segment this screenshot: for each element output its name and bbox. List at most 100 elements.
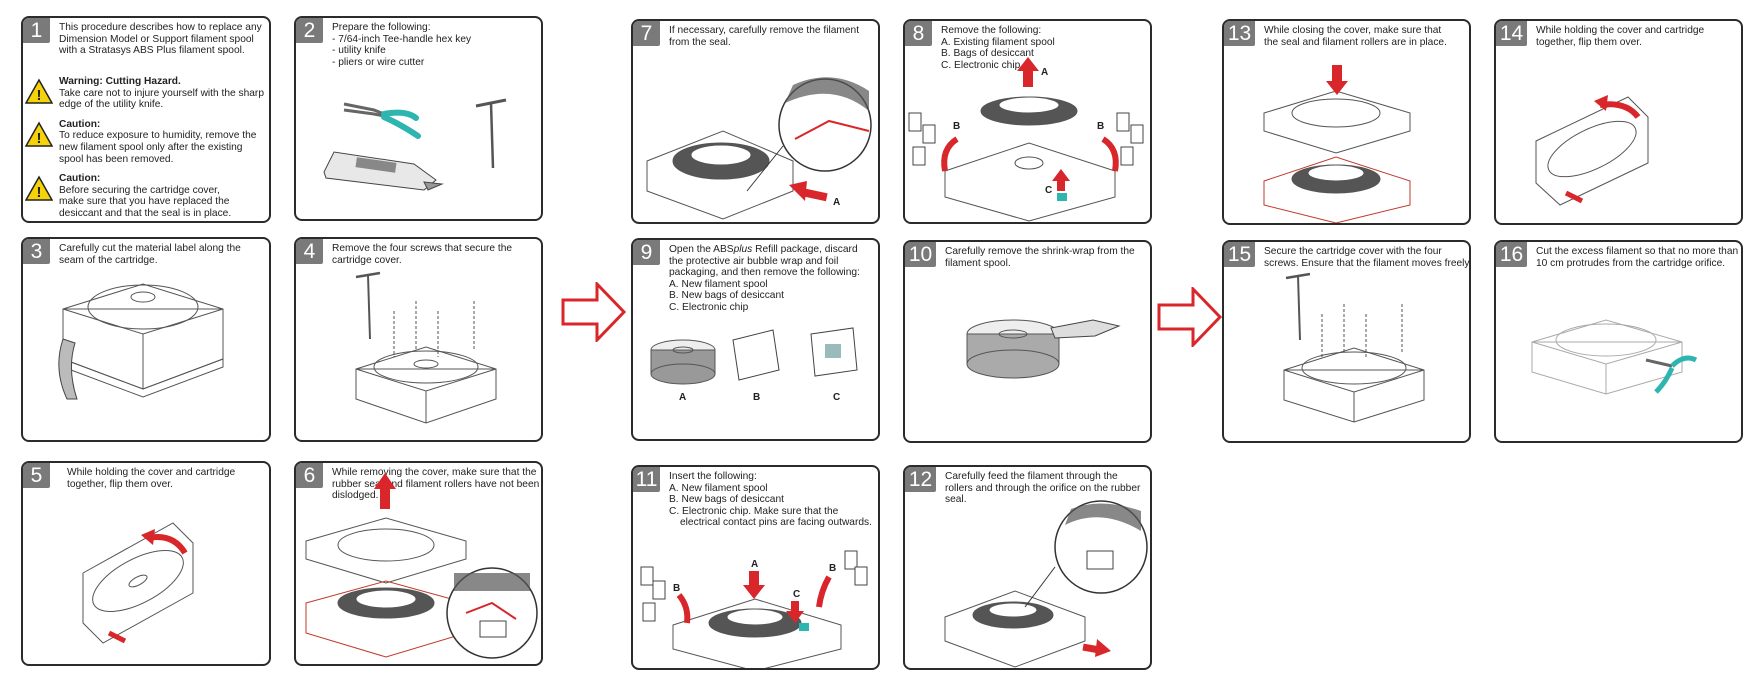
step-number: 7 [633, 21, 660, 46]
caution-humidity: ! Caution: To reduce exposure to humidit… [23, 119, 267, 165]
hex-key-icon [1286, 274, 1310, 340]
utility-knife-icon [324, 152, 442, 190]
step-number: 10 [905, 242, 936, 267]
step-4-panel: 4 Remove the four screws that secure the… [294, 237, 543, 442]
section-arrow-1 [561, 282, 627, 342]
up-arrow-icon [1052, 169, 1070, 191]
step-2-panel: 2 Prepare the following: - 7/64-inch Tee… [294, 16, 543, 221]
desiccant-bags-icon [909, 113, 1143, 165]
step-12-panel: 12 Carefully feed the filament through t… [903, 465, 1152, 670]
step-text: Prepare the following: - 7/64-inch Tee-h… [332, 22, 472, 68]
step-8-panel: 8 Remove the following: A. Existing fila… [903, 19, 1152, 224]
cartridge-base [945, 591, 1085, 667]
step-14-panel: 14 While holding the cover and cartridge… [1494, 19, 1743, 225]
step-text: Carefully cut the material label along t… [59, 243, 241, 266]
remove-cover-illustration [296, 473, 543, 666]
svg-text:A: A [1041, 67, 1048, 78]
magnified-detail-circle [747, 77, 871, 191]
step-number: 3 [23, 239, 50, 264]
tools-illustration [296, 18, 543, 221]
cartridge-cut-illustration [23, 239, 271, 442]
section-arrow-2 [1157, 287, 1223, 347]
cartridge-base [1264, 157, 1410, 223]
chip-pack-icon [811, 328, 857, 376]
svg-text:B: B [673, 583, 680, 594]
step-11-panel: 11 Insert the following: A. New filament… [631, 465, 880, 670]
step-number: 15 [1224, 242, 1255, 267]
right-arrow-icon [1082, 639, 1111, 657]
step-7-panel: 7 If necessary, carefully remove the fil… [631, 19, 880, 224]
hex-key-icon [476, 100, 506, 168]
svg-text:C: C [793, 589, 800, 600]
warning-icon: ! [25, 175, 53, 201]
step-text: Insert the following: A. New filament sp… [669, 471, 872, 529]
svg-text:B: B [753, 392, 760, 403]
svg-text:A: A [751, 559, 758, 570]
step-text: While holding the cover and cartridge to… [1536, 25, 1705, 48]
pliers-icon [1646, 358, 1696, 392]
svg-text:B: B [1097, 121, 1104, 132]
step-number: 6 [296, 463, 323, 488]
step-6-panel: 6 While removing the cover, make sure th… [294, 461, 543, 666]
spool-icon [967, 320, 1059, 378]
remove-items-illustration: A B B C [905, 57, 1152, 224]
down-arrow-icon [743, 571, 765, 599]
step-text: Carefully feed the filament through the … [945, 471, 1141, 506]
svg-text:!: ! [37, 130, 42, 147]
step-text: This procedure describes how to replace … [59, 22, 262, 57]
cut-filament-illustration [1496, 242, 1743, 443]
step-text: Carefully remove the shrink-wrap from th… [945, 246, 1135, 269]
step-number: 4 [296, 239, 323, 264]
step-number: 1 [23, 18, 50, 43]
label-a: A [833, 197, 840, 208]
cartridge-base [945, 143, 1115, 221]
new-spool-icon [651, 340, 715, 384]
secure-screws-illustration [1224, 242, 1471, 443]
warning-cutting-hazard: ! Warning: Cutting Hazard. Take care not… [23, 76, 267, 111]
insert-items-illustration: A B B C [633, 467, 880, 670]
up-arrow-icon [1017, 57, 1039, 87]
step-number: 14 [1496, 21, 1527, 46]
up-arrow-icon [374, 473, 396, 509]
desiccant-bags-icon [641, 551, 867, 621]
desiccant-pack-icon [733, 330, 779, 380]
step-13-panel: 13 While closing the cover, make sure th… [1222, 19, 1471, 225]
svg-text:C: C [1045, 185, 1052, 196]
down-arrow-icon [1326, 65, 1348, 95]
utility-knife-icon [1051, 320, 1119, 338]
step-number: 13 [1224, 21, 1255, 46]
screw-icons [1322, 304, 1402, 358]
svg-text:B: B [829, 563, 836, 574]
step-text: While holding the cover and cartridge to… [67, 467, 236, 490]
step-10-panel: 10 Carefully remove the shrink-wrap from… [903, 240, 1152, 443]
remove-screws-illustration [296, 239, 543, 442]
step-5-panel: 5 While holding the cover and cartridge … [21, 461, 271, 666]
screw-icons [394, 301, 474, 357]
remove-filament-illustration: A [633, 77, 880, 224]
magnified-detail-circle [447, 568, 537, 658]
svg-text:B: B [953, 121, 960, 132]
step-number: 16 [1496, 242, 1527, 267]
cartridge-base [673, 599, 841, 670]
svg-text:C: C [833, 392, 840, 403]
material-label-strip [59, 339, 77, 399]
step-text: Secure the cartridge cover with the four… [1264, 246, 1471, 269]
cartridge-base [306, 581, 466, 657]
svg-text:!: ! [37, 184, 42, 201]
svg-text:!: ! [37, 87, 42, 104]
left-arrow-icon [789, 181, 828, 202]
filament-spool [981, 97, 1077, 125]
electronic-chip [1057, 193, 1067, 201]
step-number: 9 [633, 240, 660, 265]
flip-illustration [1496, 95, 1743, 225]
step-number: 12 [905, 467, 936, 492]
feed-filament-illustration [905, 467, 1152, 670]
step-text: Remove the four screws that secure the c… [332, 243, 513, 266]
warning-icon: ! [25, 121, 53, 147]
step-text: Cut the excess filament so that no more … [1536, 246, 1739, 269]
step-15-panel: 15 Secure the cartridge cover with the f… [1222, 240, 1471, 443]
step-text: While removing the cover, make sure that… [332, 467, 540, 502]
step-1-panel: 1 This procedure describes how to replac… [21, 16, 271, 223]
magnified-detail-circle [1025, 501, 1147, 607]
pliers-icon [344, 104, 418, 136]
